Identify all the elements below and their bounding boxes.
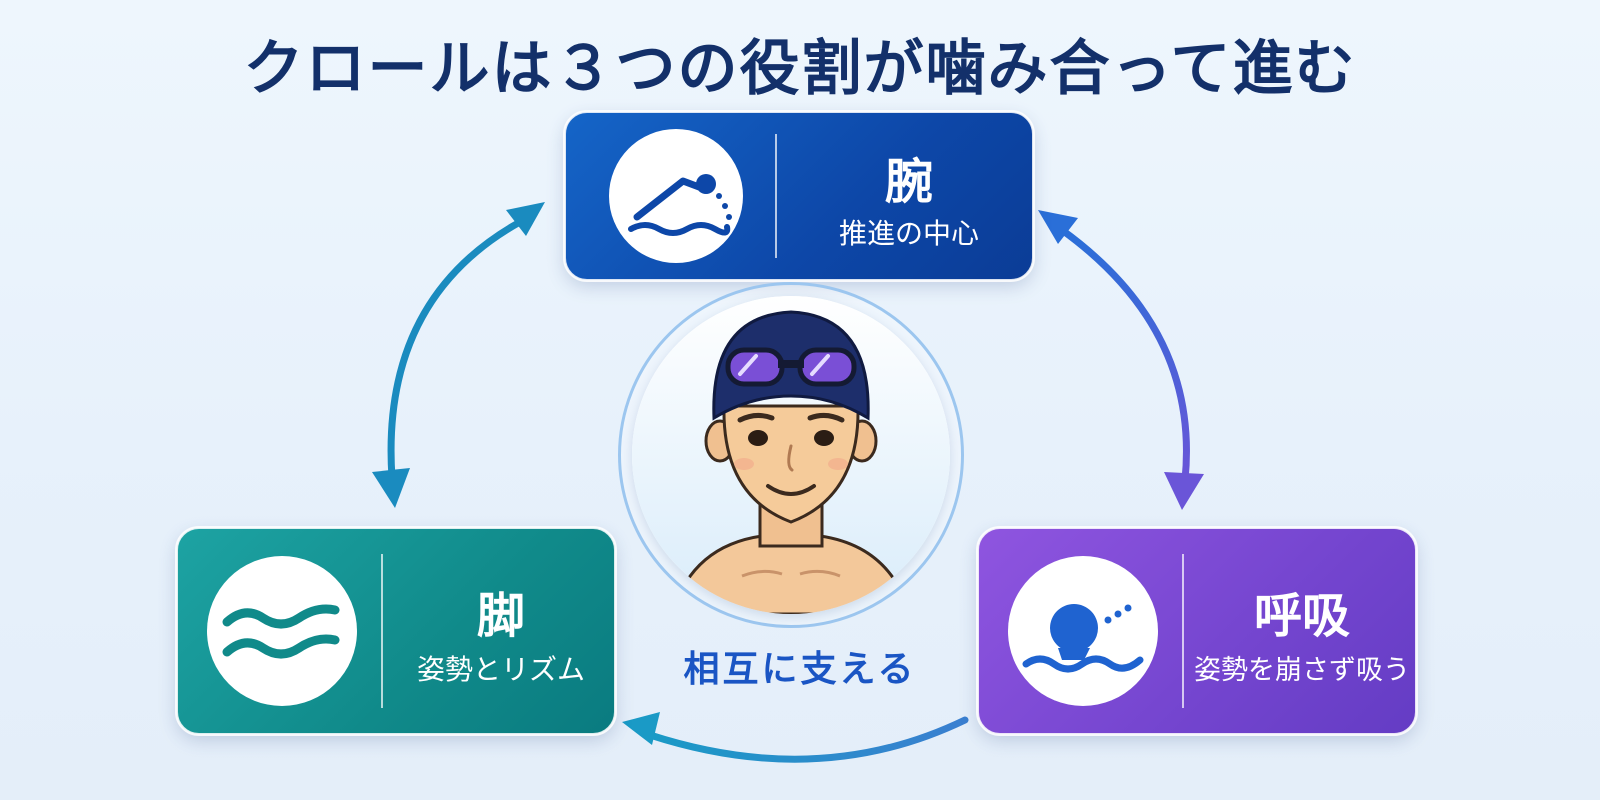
center-label: 相互に支える: [683, 649, 917, 690]
card-leg-subtitle: 姿勢とリズム: [416, 653, 585, 686]
arrow-head-to-leg-bottom: [622, 712, 660, 745]
swimmer-avatar: [632, 296, 950, 614]
arrow-head-to-arm-right: [1038, 210, 1078, 244]
card-arm: 腕 推進の中心: [563, 110, 1035, 282]
swimmer-stroke-icon: [609, 129, 743, 263]
arrow-head-to-breath: [1164, 472, 1204, 510]
card-breath-subtitle: 姿勢を崩さず吸う: [1194, 655, 1410, 686]
arrow-leg-arm: [387, 218, 524, 482]
breathing-head-icon: [1008, 556, 1158, 706]
card-leg: 脚 姿勢とリズム: [175, 526, 617, 736]
kick-wave-icon: [207, 556, 357, 706]
page-title: クロールは３つの役割が噛み合って進む: [243, 34, 1357, 104]
card-divider: [775, 134, 777, 258]
card-leg-title: 脚: [476, 588, 525, 644]
card-arm-subtitle: 推進の中心: [838, 217, 979, 250]
card-breath: 呼吸 姿勢を崩さず吸う: [976, 526, 1418, 736]
card-divider: [381, 554, 383, 708]
card-arm-title: 腕: [884, 154, 933, 210]
card-divider: [1182, 554, 1184, 708]
arrow-arm-breath: [1058, 226, 1190, 484]
arrow-head-to-arm: [506, 202, 545, 236]
arrow-head-to-leg: [372, 468, 410, 508]
card-breath-title: 呼吸: [1253, 588, 1350, 644]
arrow-breath-leg: [646, 716, 969, 763]
